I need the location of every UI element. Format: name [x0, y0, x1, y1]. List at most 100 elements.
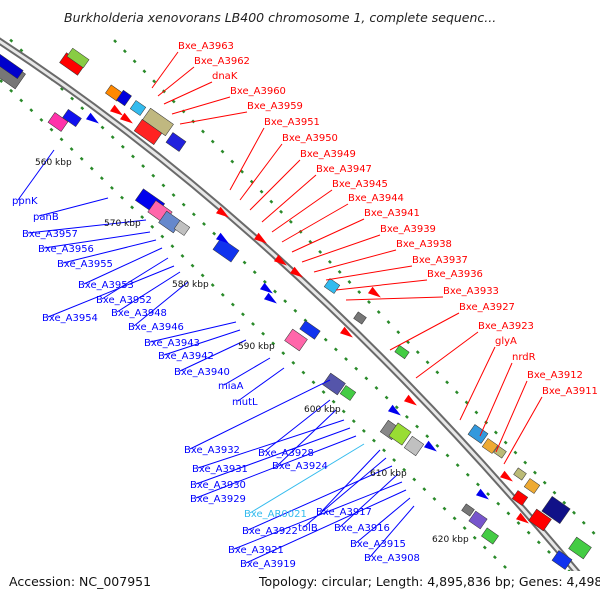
gene-feature [467, 424, 489, 444]
gene-feature [339, 385, 357, 401]
gene-label-reverse: panB [33, 212, 59, 223]
gene-label-forward: dnaK [212, 71, 238, 82]
connector-line [335, 279, 428, 291]
connector-line [27, 219, 147, 234]
connector-line [369, 505, 415, 558]
connector-line [281, 203, 349, 243]
gene-label-reverse: ppnK [12, 196, 38, 207]
guide-line [0, 29, 600, 600]
gene-label-reverse: Bxe_A3921 [228, 545, 284, 556]
gene-feature [323, 278, 341, 294]
gene-label-forward: Bxe_A3951 [264, 117, 320, 128]
gene-label-reverse: Bxe_A3955 [57, 259, 113, 270]
kbp-tick-label: 610 kbp [370, 469, 407, 479]
gene-label-reverse: Bxe_A3924 [272, 461, 328, 472]
gene-label-reverse: Bxe_A3948 [111, 308, 167, 319]
strand-arrow [515, 512, 529, 524]
gene-label-reverse: Bxe_A3946 [128, 322, 184, 333]
kbp-tick-label: 620 kbp [432, 535, 469, 545]
gene-label-forward: Bxe_A3941 [364, 208, 420, 219]
gene-feature [66, 47, 90, 69]
gene-feature [133, 119, 163, 145]
gene-feature [212, 237, 240, 263]
gene-label-forward: Bxe_A3963 [178, 41, 234, 52]
gene-label-forward: Bxe_A3947 [316, 164, 372, 175]
connector-line [62, 239, 157, 264]
connector-line [101, 257, 169, 300]
gene-label-forward: Bxe_A3945 [332, 179, 388, 190]
connector-line [261, 174, 317, 223]
connector-line [171, 96, 231, 115]
connector-line [195, 427, 351, 485]
gene-label-reverse: mutL [232, 397, 258, 408]
gene-feature [47, 112, 69, 132]
gene-label-reverse: Bxe_A3922 [242, 526, 298, 537]
connector-line [321, 449, 381, 512]
connector-line [233, 481, 403, 550]
title-backdrop [0, 0, 600, 34]
gene-feature [568, 536, 592, 560]
gene-feature [299, 320, 321, 340]
connector-line [339, 473, 399, 528]
connector-line [43, 231, 151, 249]
gene-feature [511, 490, 529, 506]
connector-line [179, 111, 248, 125]
gene-label-forward: Bxe_A3944 [348, 193, 404, 204]
strand-arrow [259, 282, 273, 294]
kbp-tick-label: 560 kbp [35, 158, 72, 168]
label-connector-lines [17, 51, 543, 564]
strand-arrow [289, 266, 303, 278]
gene-feature [523, 478, 541, 494]
gene-feature [62, 108, 82, 128]
gene-label-forward: Bxe_A3949 [300, 149, 356, 160]
connector-line [459, 346, 496, 421]
strand-arrow [215, 206, 229, 218]
gene-label-reverse: Bxe_A3942 [158, 351, 214, 362]
connector-line [345, 296, 444, 301]
gene-feature [322, 372, 346, 396]
connector-line [247, 465, 393, 531]
gene-label-forward: Bxe_A3911 [542, 386, 598, 397]
gene-label-forward: nrdR [512, 352, 536, 363]
gene-label-reverse: Bxe_A3908 [364, 553, 420, 564]
gene-feature [129, 100, 147, 116]
connector-line [83, 247, 163, 285]
gene-label-reverse: Bxe_A3932 [184, 445, 240, 456]
gene-feature [461, 503, 475, 517]
connector-line [263, 399, 331, 453]
gene-label-forward: Bxe_A3937 [412, 255, 468, 266]
gene-feature [173, 220, 191, 236]
gene-label-reverse: Bxe_A3930 [190, 480, 246, 491]
connector-line [249, 443, 365, 514]
kbp-tick-label: 590 kbp [238, 342, 275, 352]
connector-line [313, 249, 397, 273]
strand-arrow [119, 112, 133, 124]
gene-labels: Bxe_A3963Bxe_A3962dnaKBxe_A3960Bxe_A3959… [12, 41, 598, 570]
strand-arrow [85, 112, 99, 124]
connector-line [116, 271, 181, 313]
gene-label-reverse: Bxe_A3928 [258, 448, 314, 459]
gene-label-forward: Bxe_A3923 [478, 321, 534, 332]
gene-label-reverse: Bxe_A3954 [42, 313, 98, 324]
gene-feature [528, 508, 552, 532]
connector-line [47, 265, 175, 318]
gene-feature [551, 550, 573, 570]
gene-label-forward: glyA [495, 336, 517, 347]
gene-label-forward: Bxe_A3939 [380, 224, 436, 235]
gene-feature [541, 495, 571, 525]
gene-label-forward: Bxe_A3950 [282, 133, 338, 144]
strand-arrow [423, 440, 437, 452]
connector-line [325, 265, 413, 281]
gene-label-reverse: Bxe_A3956 [38, 244, 94, 255]
connector-line [239, 143, 283, 201]
gene-label-forward: Bxe_A3959 [247, 101, 303, 112]
gene-label-forward: Bxe_A3912 [527, 370, 583, 381]
gene-label-forward: Bxe_A3960 [230, 86, 286, 97]
connector-line [291, 218, 365, 253]
strand-arrow [215, 232, 229, 244]
connector-line [415, 331, 479, 379]
strand-arrow [403, 394, 417, 406]
strand-arrow [475, 488, 489, 500]
sequence-summary: Topology: circular; Length: 4,895,836 bp… [258, 574, 600, 589]
